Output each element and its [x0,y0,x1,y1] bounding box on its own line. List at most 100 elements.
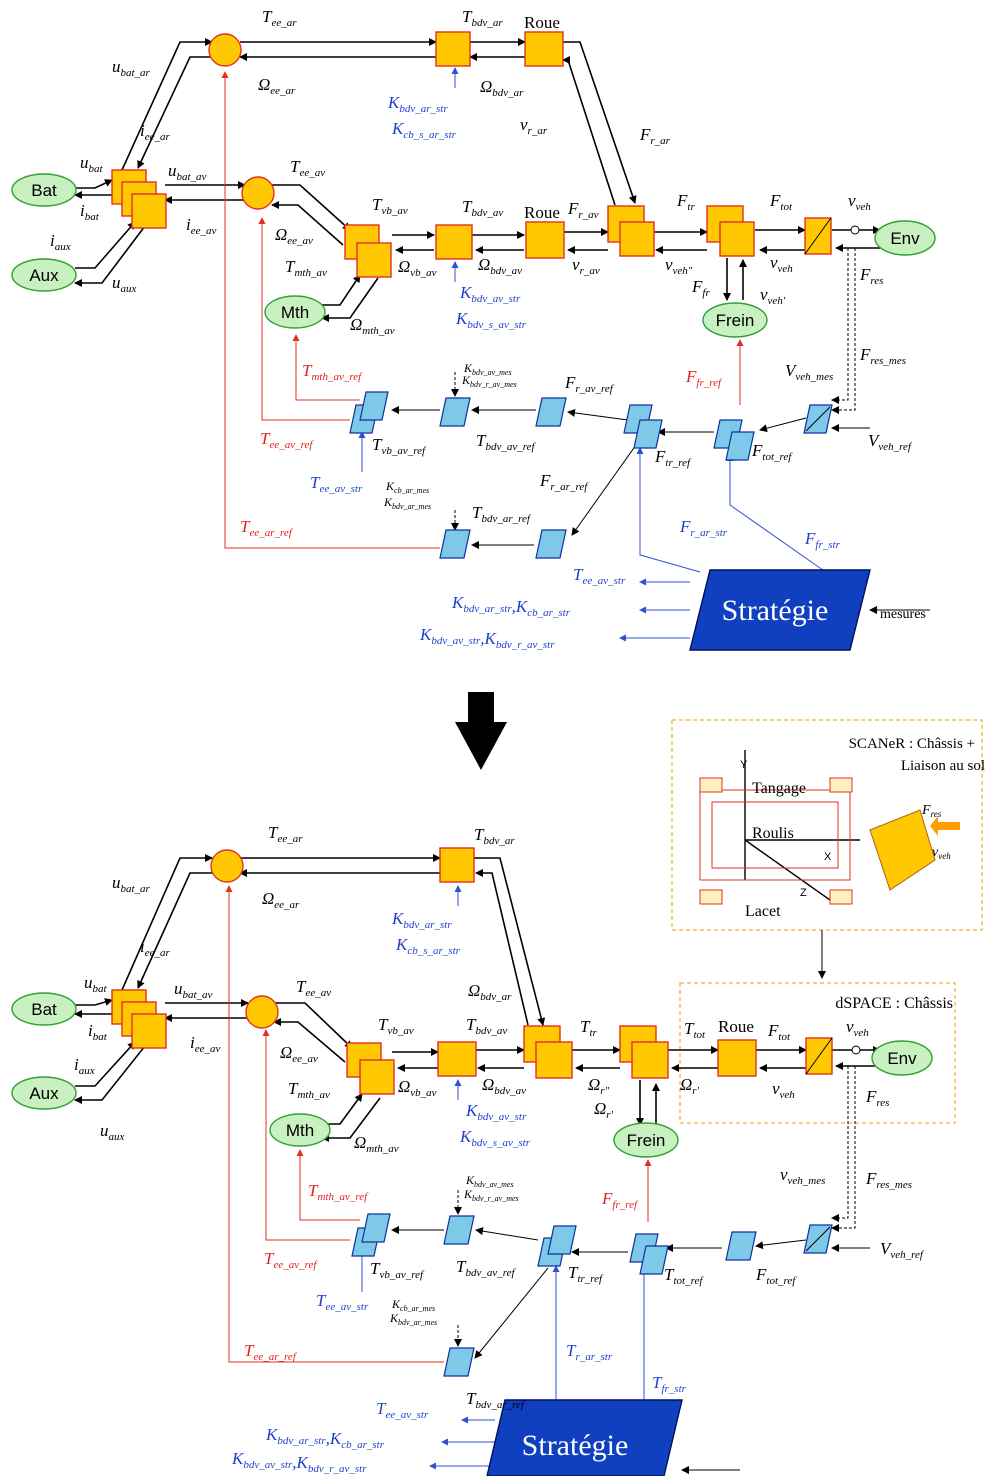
svg-text:Tvb_av_ref: Tvb_av_ref [372,435,427,457]
top-env-ellipse [874,220,936,256]
svg-text:Tbdv_ar: Tbdv_ar [462,7,503,29]
svg-text:Kbdv_ar_mes: Kbdv_ar_mes [383,495,431,511]
svg-text:Tbdv_av_ref: Tbdv_av_ref [456,1257,516,1279]
svg-text:Fres_mes: Fres_mes [865,1169,912,1191]
svg-text:Tbdv_ar: Tbdv_ar [474,825,515,847]
svg-text:Ffr_ref: Ffr_ref [601,1189,639,1211]
bottom-control-blocks [351,1213,833,1377]
svg-text:Fres: Fres [859,265,883,287]
svg-text:Tmth_av: Tmth_av [285,257,327,279]
transition-arrow [455,692,507,770]
svg-text:Fr_ar_ref: Fr_ar_ref [539,471,589,493]
svg-text:vr_av: vr_av [572,255,600,277]
svg-text:Ffr_str: Ffr_str [804,529,841,551]
svg-text:Tbdv_av_ref: Tbdv_av_ref [476,431,536,453]
svg-text:Tee_av: Tee_av [296,977,331,999]
svg-text:uaux: uaux [112,273,137,295]
svg-text:Ftr: Ftr [676,191,695,213]
svg-text:Ffr: Ffr [691,277,710,299]
bottom-aux-label: Aux [29,1084,59,1103]
svg-text:Ftot_ref: Ftot_ref [755,1265,797,1287]
svg-text:Ωvb_av: Ωvb_av [398,1077,437,1099]
svg-text:Ωbdv_av: Ωbdv_av [478,255,522,277]
scaner-box [671,719,983,931]
svg-text:Ttr: Ttr [580,1017,598,1039]
bottom-roue-label: Roue [718,1017,754,1036]
svg-text:Vveh_mes: Vveh_mes [785,361,833,383]
top-variable-labels: Tee_ar Tbdv_ar Ωee_ar Ωbdv_ar ubat_ar ie… [50,7,913,651]
bottom-roue-block [717,1039,757,1077]
bottom-bat-label: Bat [31,1000,57,1019]
bottom-aux-ellipse [11,1076,77,1110]
svg-text:Kcb_s_ar_str: Kcb_s_ar_str [395,935,461,957]
top-strategie-label: Stratégie [722,594,829,627]
top-roue-ar-block [524,31,564,67]
svg-text:iee_av: iee_av [190,1033,220,1055]
bottom-bat-coupling-block [111,989,167,1049]
bottom-strategie-block[interactable] [486,1399,683,1476]
svg-text:Vveh_ref: Vveh_ref [880,1239,925,1261]
scaner-title-2: Liaison au sol [901,758,985,774]
svg-text:ubat_ar: ubat_ar [112,57,151,79]
svg-text:Fr_av: Fr_av [567,199,599,221]
svg-text:Tmth_av_ref: Tmth_av_ref [302,361,363,383]
svg-text:Tee_av_ref: Tee_av_ref [264,1249,318,1271]
roulis-label: Roulis [752,825,794,842]
bottom-env-label: Env [887,1049,917,1068]
svg-text:Ttot: Ttot [684,1019,706,1041]
svg-text:Ftot: Ftot [767,1021,791,1043]
svg-text:Tee_av_str: Tee_av_str [316,1291,369,1313]
bottom-variable-labels: Tee_ar Tbdv_ar Ωee_ar ubat_ar iee_ar uba… [74,823,925,1475]
svg-text:Ωvb_av: Ωvb_av [398,257,437,279]
svg-text:Kbdv_ar_str: Kbdv_ar_str [391,909,452,931]
svg-text:Kbdv_r_av_mes: Kbdv_r_av_mes [463,1187,519,1203]
svg-text:vveh: vveh [772,1079,795,1101]
axis-x-label: X [824,851,832,863]
svg-text:Tr_ar_str: Tr_ar_str [566,1341,613,1363]
axis-y-label: Y [740,759,748,771]
top-strategie-block[interactable] [689,569,871,651]
svg-text:vveh_mes: vveh_mes [780,1165,825,1187]
top-bat-ellipse [11,173,77,207]
svg-text:Tbdv_av: Tbdv_av [462,197,503,219]
scaner-title-1: SCANeR : Châssis + [849,736,975,752]
svg-text:Tee_ar: Tee_ar [268,823,303,845]
svg-text:Kcb_ar_mes: Kcb_ar_mes [385,479,429,495]
svg-text:vr_ar: vr_ar [520,115,548,137]
bottom-bat-ellipse [11,992,77,1026]
svg-text:Ωee_ar: Ωee_ar [258,75,296,97]
top-bat-coupling-block [111,169,167,229]
svg-text:Ftr_ref: Ftr_ref [654,447,692,469]
svg-text:vveh: vveh [846,1017,869,1039]
svg-text:vveh': vveh' [760,285,786,307]
top-vb-av-block [344,224,392,278]
svg-text:Tee_ar: Tee_ar [262,7,297,29]
top-accumulation-block [804,217,832,255]
svg-text:Kbdv_ar_str,Kcb_ar_str: Kbdv_ar_str,Kcb_ar_str [451,593,571,619]
svg-text:ibat: ibat [80,201,100,223]
bottom-mth-label: Mth [286,1121,314,1140]
bottom-frein-ellipse [613,1122,679,1158]
svg-text:Kbdv_ar_str,Kcb_ar_str: Kbdv_ar_str,Kcb_ar_str [265,1425,385,1451]
svg-text:Tbdv_av: Tbdv_av [466,1015,507,1037]
svg-text:Fres: Fres [865,1087,889,1109]
svg-text:Tbdv_ar_ref: Tbdv_ar_ref [472,503,532,525]
dspace-box [679,982,956,1124]
svg-text:Ωmth_av: Ωmth_av [350,315,395,337]
svg-text:Ωr': Ωr' [594,1099,614,1121]
top-roue-av-label: Roue [524,203,560,222]
top-mesures-label: mesures [880,607,926,622]
bottom-bdv-ar-block [439,847,475,883]
svg-text:Kbdv_s_av_str: Kbdv_s_av_str [455,309,527,331]
bottom-env-ellipse [871,1040,933,1076]
svg-text:Ωr': Ωr' [680,1075,700,1097]
bottom-r-coupling-block [523,1025,573,1079]
bottom-tr-coupling-block [619,1025,669,1079]
top-r-coupling-block [607,205,655,257]
svg-text:Tfr_str: Tfr_str [652,1373,687,1395]
svg-text:Fres: Fres [921,803,942,819]
lacet-label: Lacet [745,903,781,920]
svg-text:ubat: ubat [80,153,104,175]
svg-text:Kbdv_av_mes: Kbdv_av_mes [465,1173,514,1189]
svg-text:Kbdv_av_str,Kbdv_r_av_str: Kbdv_av_str,Kbdv_r_av_str [231,1449,367,1475]
